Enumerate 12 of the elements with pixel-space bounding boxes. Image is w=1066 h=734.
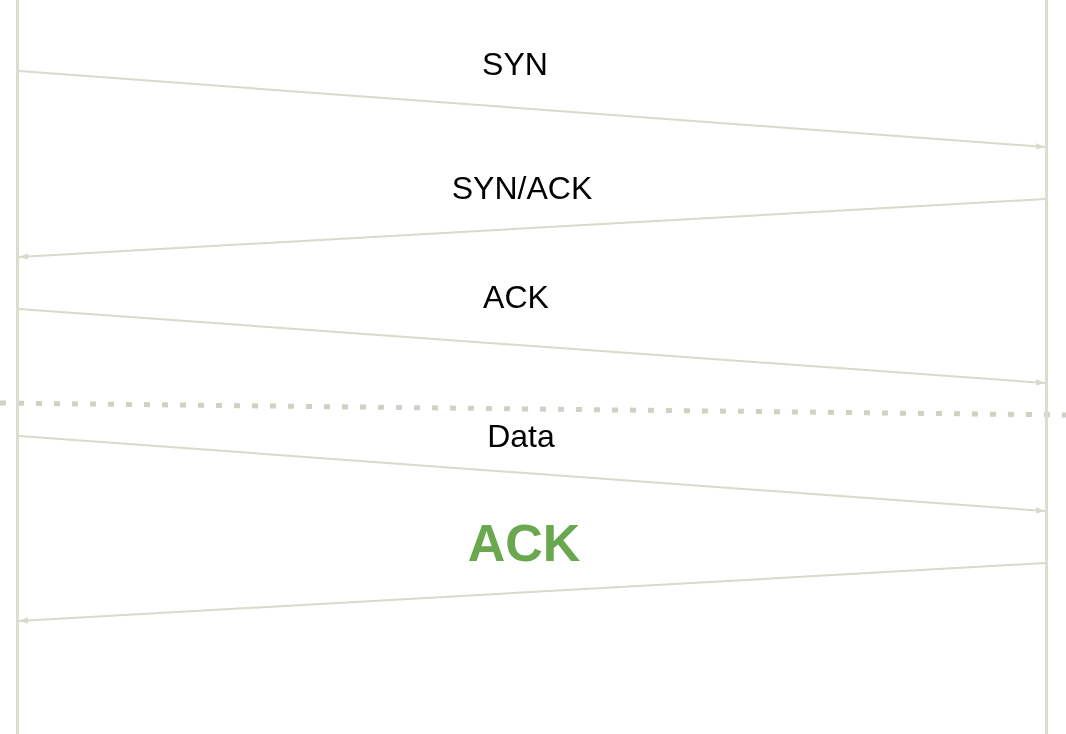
edge-label: ACK: [483, 281, 549, 313]
edge-label: SYN/ACK: [451, 172, 593, 204]
arrow: [18, 435, 1046, 514]
edge-label: SYN: [482, 48, 548, 80]
arrow: [18, 198, 1046, 260]
lifeline: [16, 0, 19, 734]
lifeline: [1045, 0, 1048, 734]
arrow: [18, 562, 1046, 624]
arrow: [18, 308, 1046, 386]
arrow: [18, 70, 1046, 150]
edge-label: Data: [487, 420, 555, 452]
edge-label: ACK: [467, 517, 581, 569]
